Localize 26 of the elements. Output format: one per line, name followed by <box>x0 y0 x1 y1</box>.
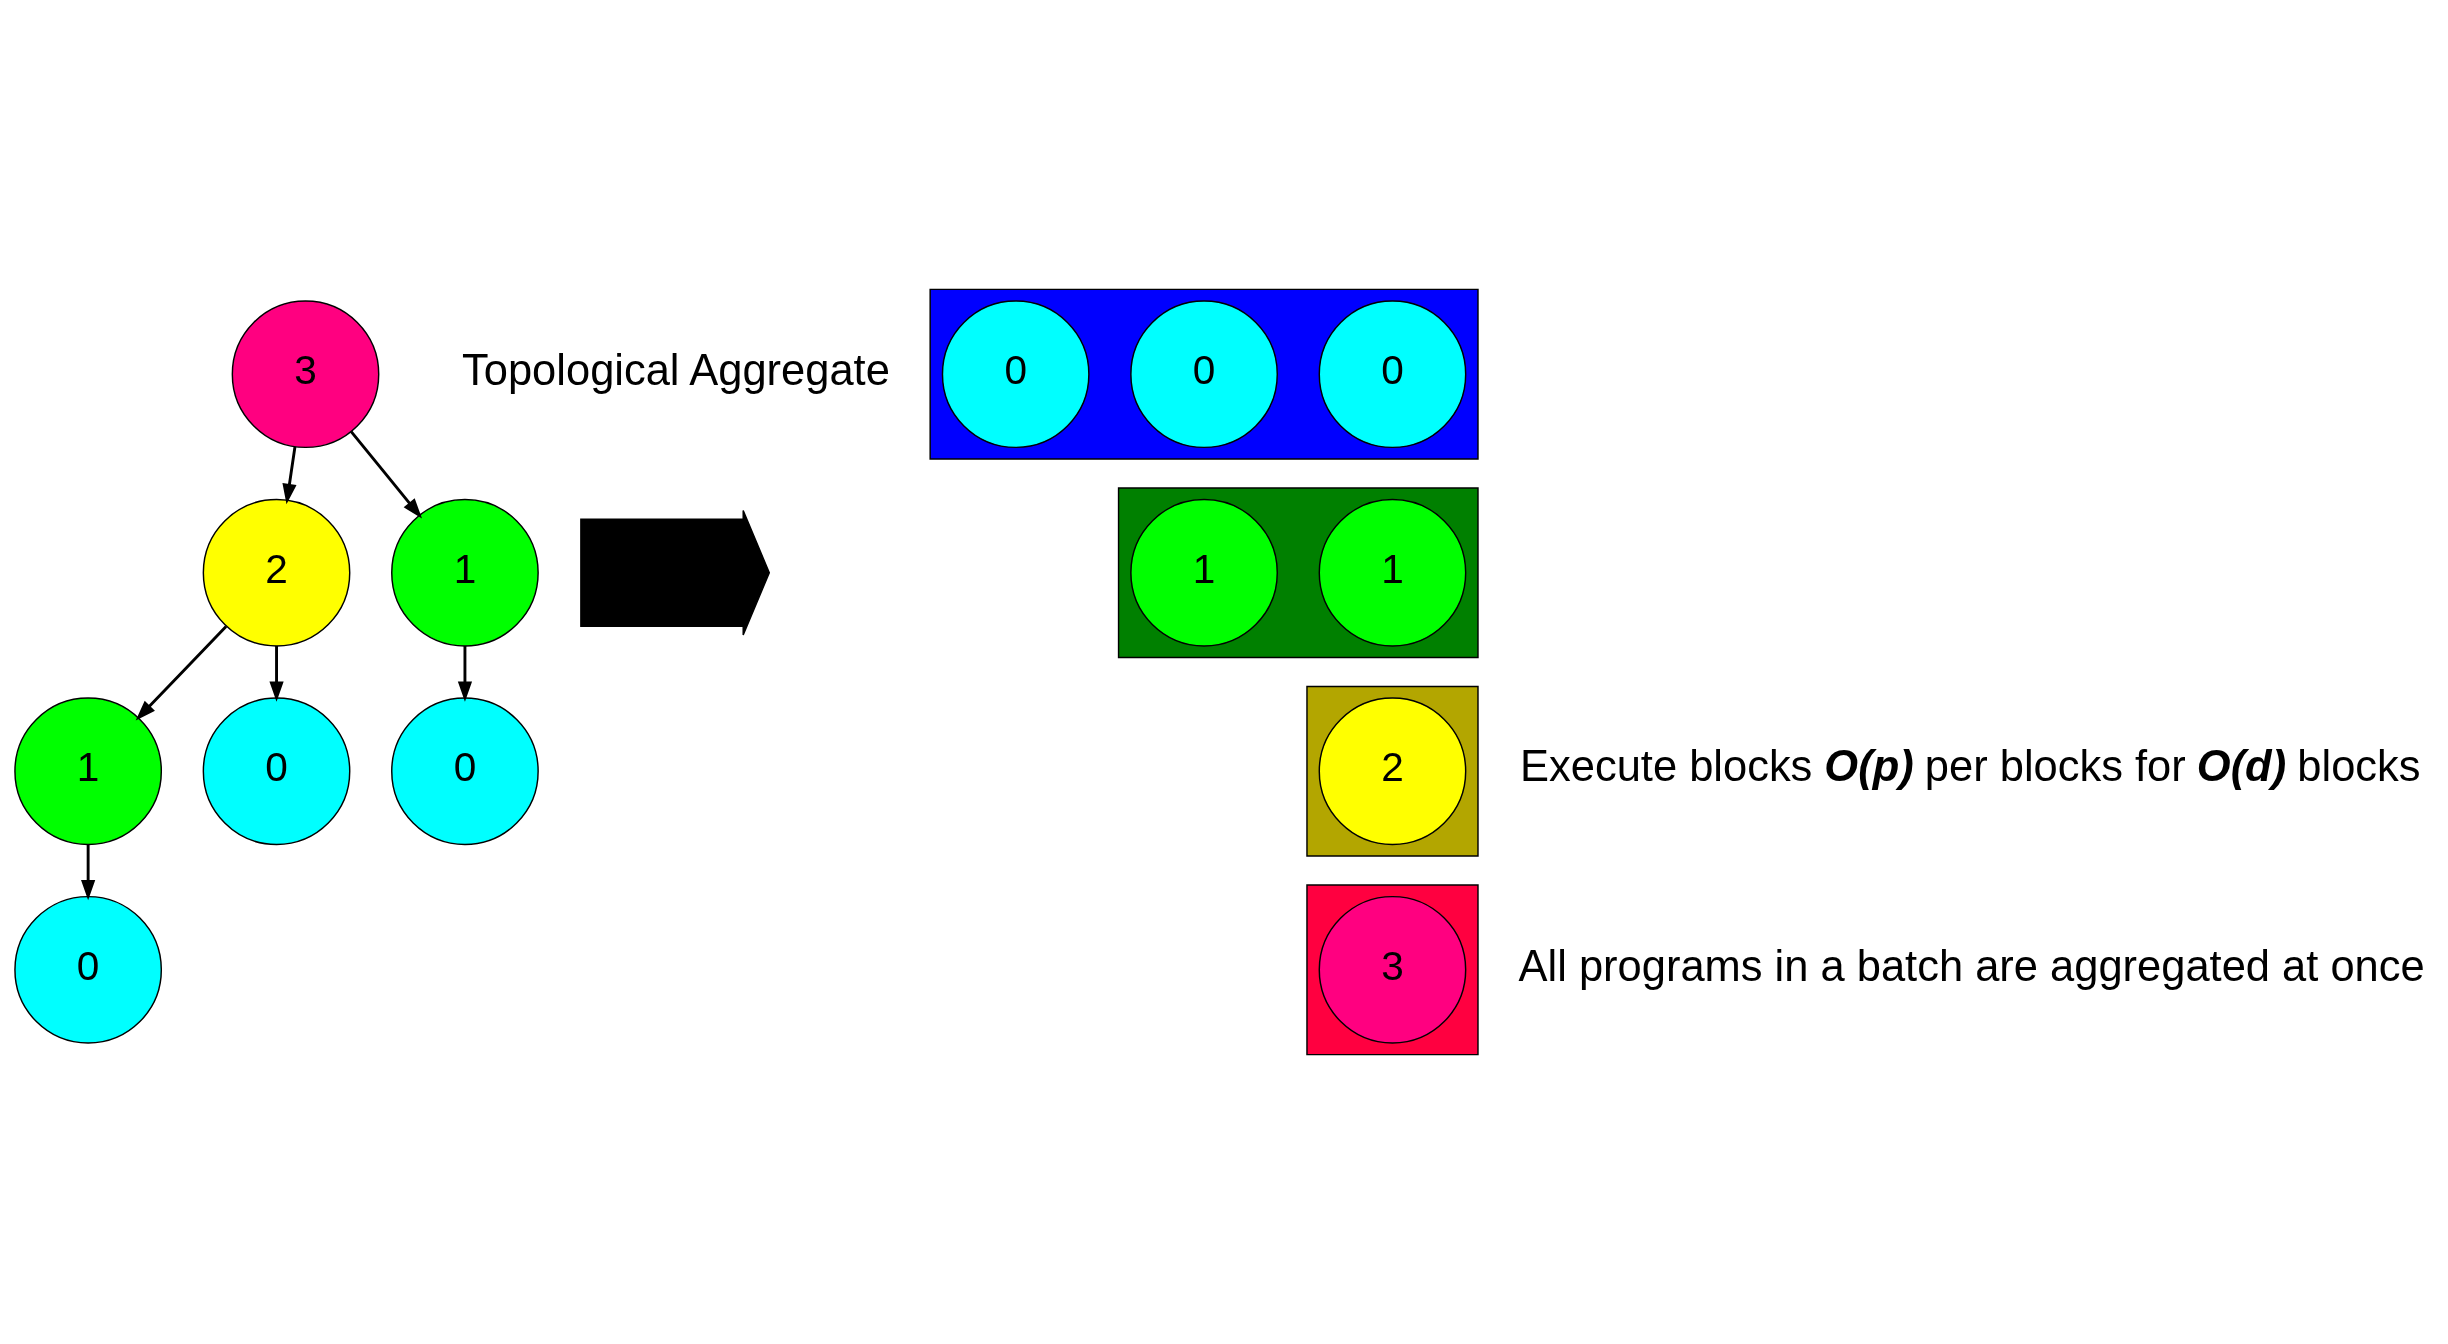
arrow <box>269 645 284 702</box>
node-circle: 2 <box>1318 697 1467 846</box>
arrow <box>135 625 228 721</box>
label: Topological Aggregate <box>462 346 890 395</box>
arrow <box>350 430 423 519</box>
node-circle: 0 <box>1318 300 1467 449</box>
node-circle: 0 <box>202 697 351 846</box>
node-circle: 0 <box>14 895 163 1044</box>
arrow <box>457 645 473 702</box>
cluster <box>1306 884 1479 1056</box>
label: All programs in a batch are aggregated at once <box>1518 941 2425 990</box>
arrow <box>81 844 96 901</box>
node-circle: 3 <box>231 300 380 449</box>
node-circle: 2 <box>202 498 351 647</box>
node-circle: 0 <box>391 697 539 846</box>
node-circle: 1 <box>1318 498 1467 647</box>
arrow <box>282 446 297 505</box>
node-circle: 0 <box>941 300 1090 449</box>
node-circle: 1 <box>1130 498 1278 647</box>
node-arrow <box>580 509 771 636</box>
cluster <box>929 288 1479 460</box>
node-circle: 3 <box>1318 895 1467 1044</box>
cluster <box>1117 487 1479 659</box>
label: Execute blocks O(p) per blocks for O(d) blocks <box>1520 741 2421 790</box>
cluster <box>1306 685 1479 857</box>
node-circle: 0 <box>1130 300 1278 449</box>
